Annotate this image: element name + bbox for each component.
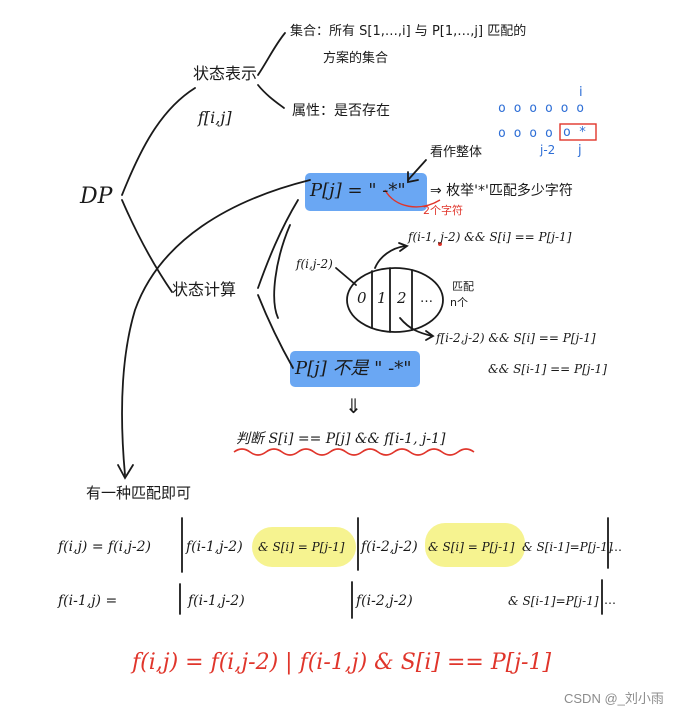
enum-note: ⇒ 枚举'*'匹配多少字符 <box>430 183 573 199</box>
case2-highlight <box>290 351 420 387</box>
eq1-b: f(i-1,j-2) <box>186 539 243 555</box>
eq2-e: … <box>604 593 616 607</box>
case2-text: P[j] 不是 " -*" <box>295 358 412 379</box>
two-chars-arrow <box>384 189 441 208</box>
oval-1: 1 <box>377 289 387 307</box>
dots-row2: o o o o <box>498 126 553 141</box>
branch-to-one-match <box>121 179 311 476</box>
dots-row1: o o o o o o <box>498 101 585 116</box>
dot-j-label: j <box>578 143 582 158</box>
eq2-d: & S[i-1]=P[j-1] <box>508 594 599 608</box>
eq1-d: f(i-2,j-2) <box>361 539 418 555</box>
state-repr-title: 状态表示 <box>193 64 258 83</box>
oval-2: 2 <box>397 289 407 307</box>
dot-jm2-label: j-2 <box>540 143 556 157</box>
eq1-e: & S[i] = P[j-1] <box>428 540 515 554</box>
branch-b1: f[i-2,j-2) && S[i] == P[j-1] <box>436 331 596 345</box>
branch-to-state-calc <box>121 199 173 293</box>
judge-text: 判断 S[i] == P[j] && f[i-1, j-1] <box>236 431 446 447</box>
highlight-eq1-e <box>425 523 525 567</box>
eq2-c: f(i-2,j-2) <box>356 593 413 609</box>
branch-to-state-repr <box>121 87 196 196</box>
one-match-text: 有一种匹配即可 <box>86 484 192 502</box>
down-arrow: ⇓ <box>345 394 362 418</box>
oval-partition <box>346 267 444 333</box>
dot-i-label: i <box>579 85 583 100</box>
arrow-head-one-match <box>117 464 134 480</box>
eq1-f: & S[i-1]=P[j-1] <box>522 540 613 554</box>
eq1-c: & S[i] = P[j-1] <box>258 540 345 554</box>
oval-dots: … <box>420 291 433 306</box>
branch-top: f(i-1, j-2) && S[i] == P[j-1] <box>408 230 572 244</box>
dp-root: DP <box>80 184 113 209</box>
look-whole-note: 看作整体 <box>430 145 483 160</box>
attr-text: 属性：是否存在 <box>292 103 390 119</box>
eq2-b: f(i-1,j-2) <box>188 593 245 609</box>
set-line1: 集合：所有 S[1,…,i] 与 P[1,…,j] 匹配的 <box>290 24 527 39</box>
eq2-a: f(i-1,j) = <box>58 593 118 609</box>
watermark: CSDN @_刘小雨 <box>564 691 664 706</box>
case1-highlight <box>305 173 427 211</box>
state-calc-title: 状态计算 <box>172 280 237 299</box>
oval-0: 0 <box>357 289 367 307</box>
dots-boxed: o * <box>563 125 587 140</box>
state-repr-func: f[i,j] <box>198 108 232 127</box>
highlight-eq1-c <box>252 527 356 567</box>
oval-n: n个 <box>450 296 468 309</box>
branch-b2: && S[i-1] == P[j-1] <box>488 362 607 376</box>
branch-left: f(i,j-2) <box>296 257 333 271</box>
final-equation: f(i,j) = f(i,j-2) | f(i-1,j) & S[i] == P… <box>132 650 552 675</box>
oval-match: 匹配 <box>452 280 474 293</box>
two-chars-note: 2个字符 <box>423 204 463 217</box>
set-line2: 方案的集合 <box>323 51 389 66</box>
eq1-a: f(i,j) = f(i,j-2) <box>58 539 152 555</box>
eq1-g: … <box>610 540 622 554</box>
case1-text: P[j] = " -*" <box>310 180 406 201</box>
judge-underline <box>233 448 475 456</box>
